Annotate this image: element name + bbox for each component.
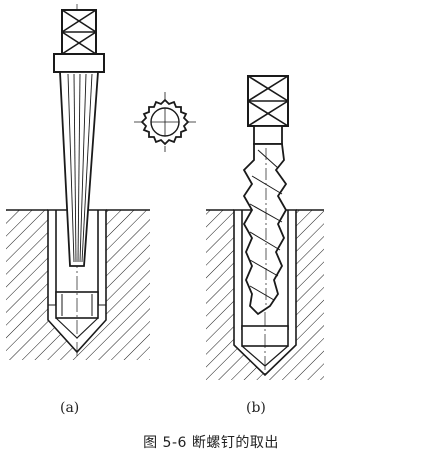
figure-caption: 图 5-6 断螺钉的取出	[143, 435, 279, 451]
extractor-collar	[53, 53, 105, 73]
broken-screw-stub	[55, 291, 99, 319]
assembly-b	[206, 75, 324, 380]
square-drive-head-icon	[61, 9, 97, 55]
splined-extractor-icon	[59, 71, 99, 267]
square-drive-head-b-icon	[247, 75, 289, 127]
assembly-a	[6, 9, 196, 360]
spiral-extractor-icon	[242, 143, 288, 316]
serrated-cross-section-icon	[134, 92, 196, 152]
extractor-neck-b	[253, 125, 283, 145]
label-a: (a)	[60, 400, 80, 416]
label-b: (b)	[246, 400, 266, 416]
